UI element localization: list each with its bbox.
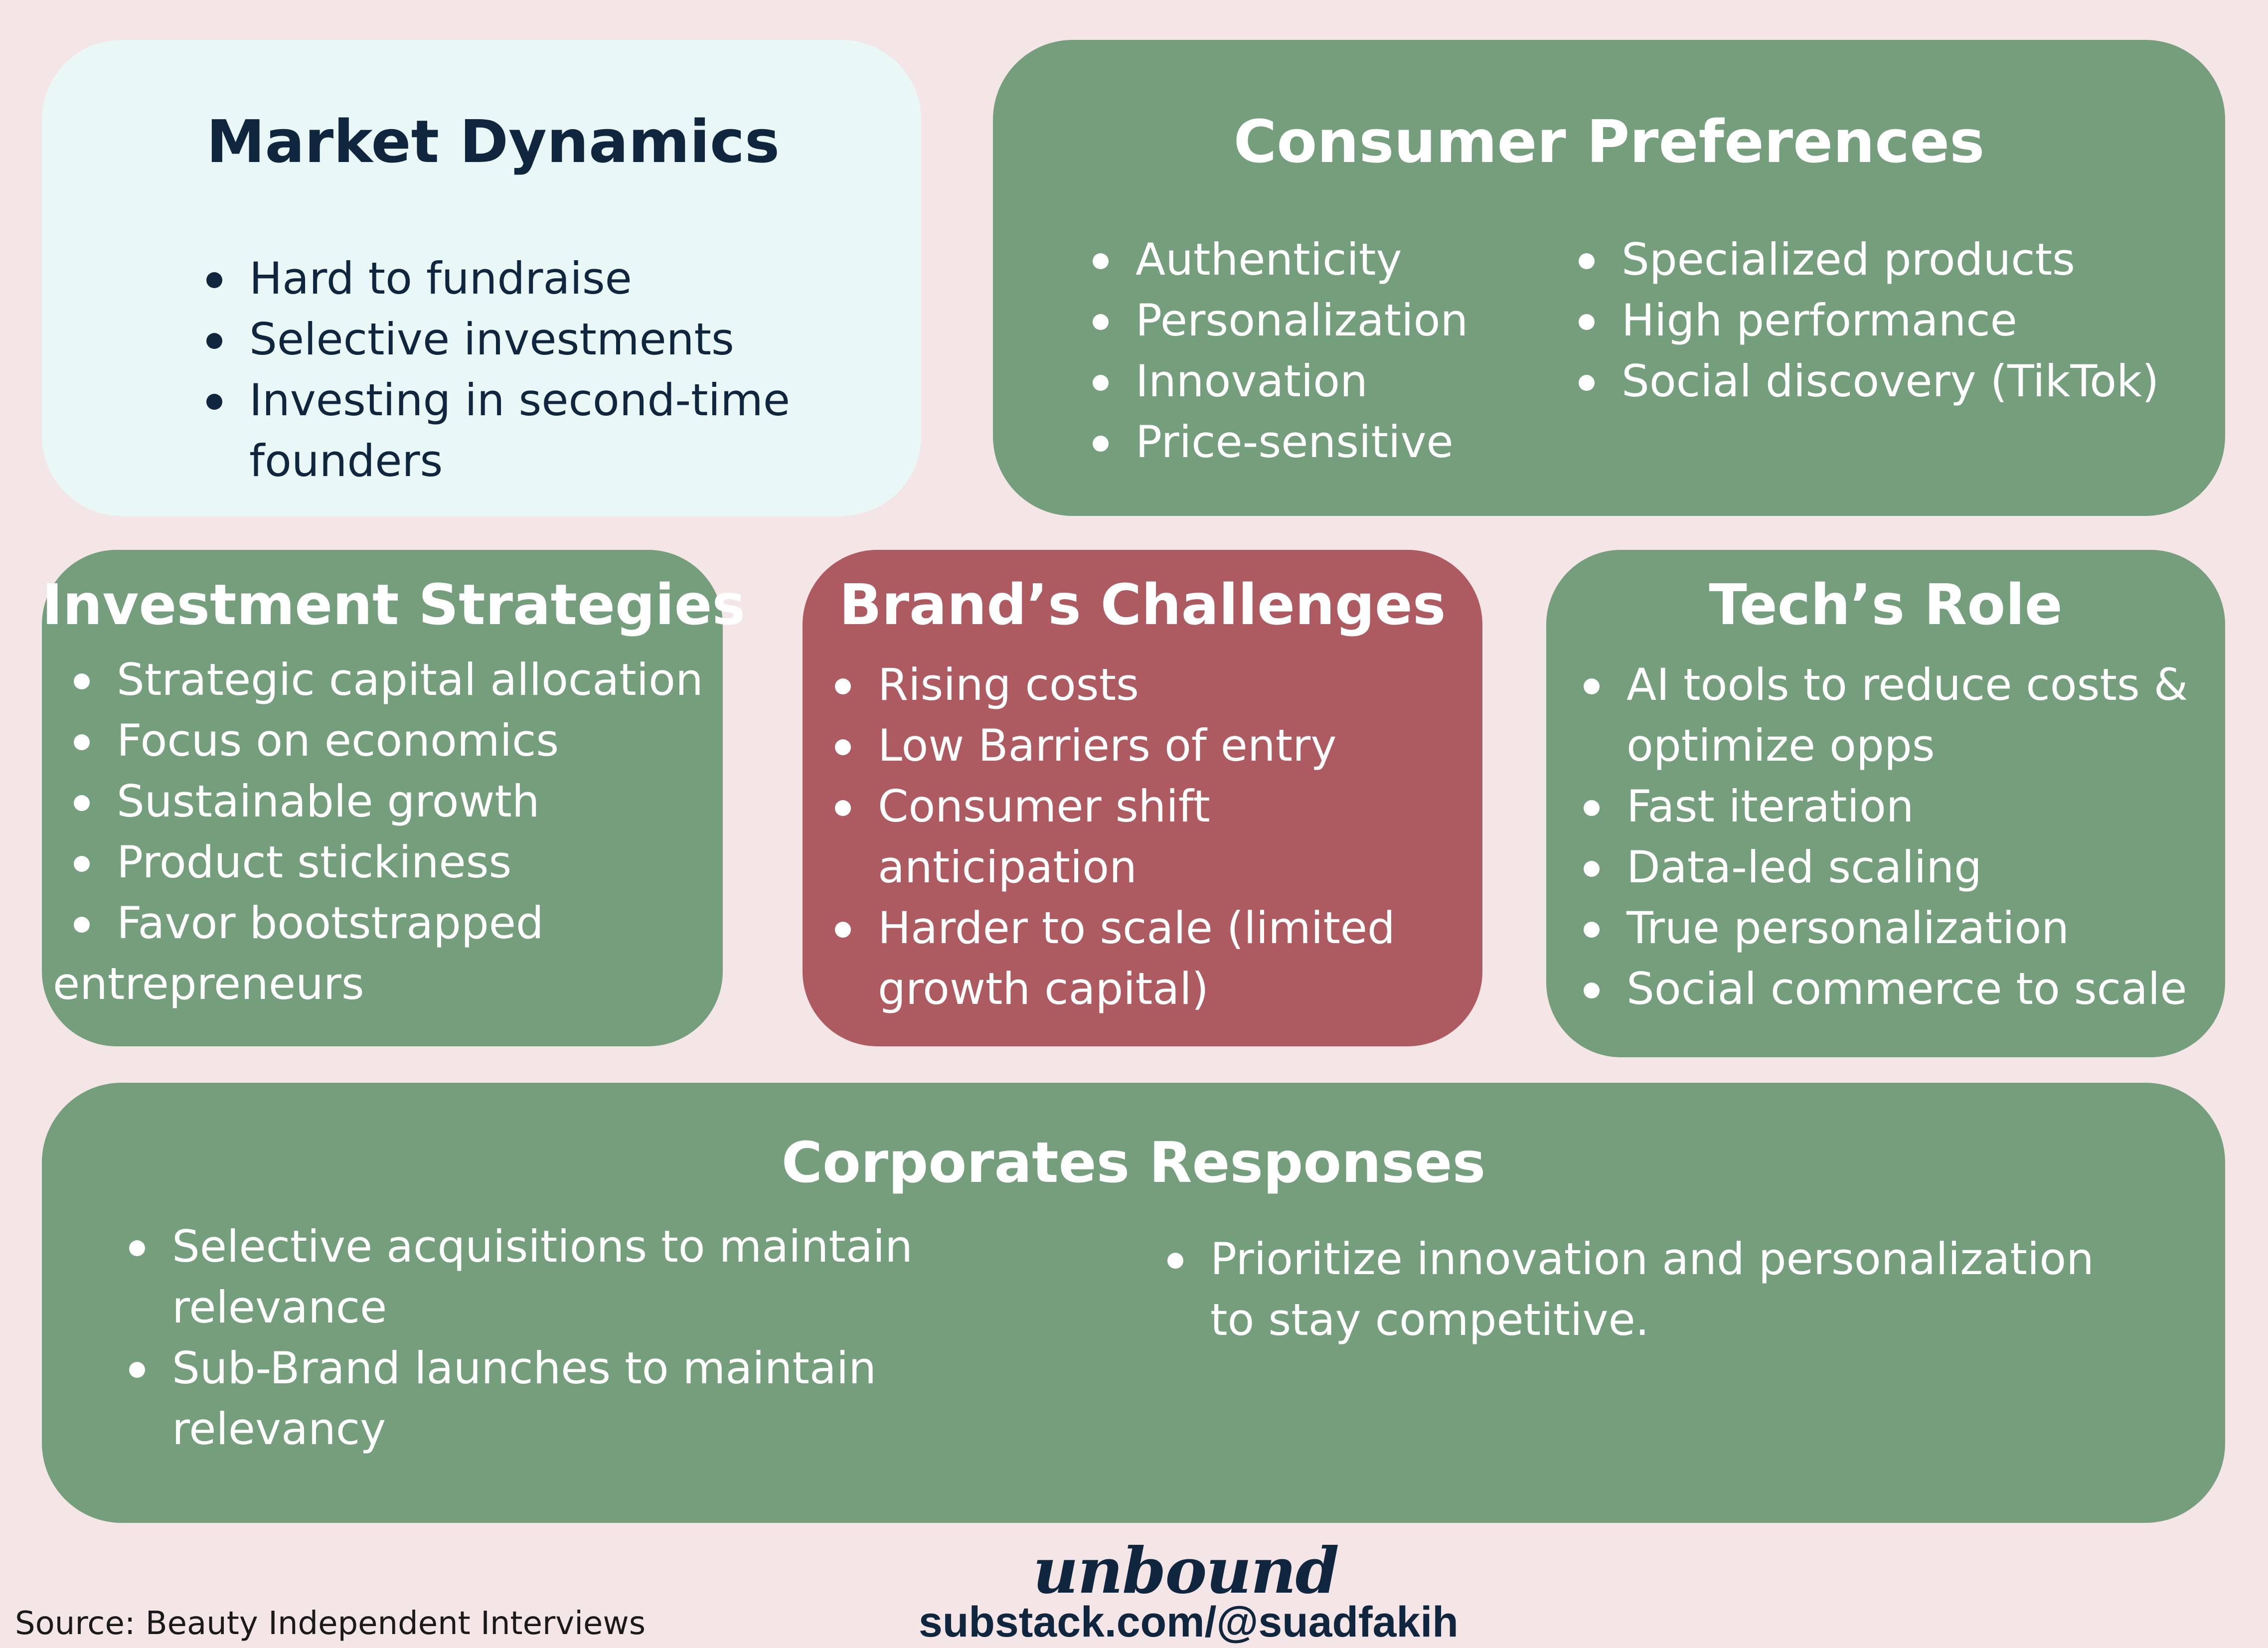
list-item: Fast iteration xyxy=(1584,776,2222,837)
consumer-preferences-title: Consumer Preferences xyxy=(1233,107,1985,176)
consumer-preferences-list-left: Authenticity Personalization Innovation … xyxy=(1093,229,1551,473)
market-dynamics-list: Hard to fundraise Selective investments … xyxy=(206,248,854,492)
list-item: Social commerce to scale xyxy=(1584,959,2222,1019)
corporates-responses-list-right: Prioritize innovation and personalizatio… xyxy=(1167,1229,2114,1350)
list-item: High performance xyxy=(1579,290,2202,351)
list-item: Personalization xyxy=(1093,290,1551,351)
investment-strategies-title: Investment Strategies xyxy=(42,573,746,638)
list-item-continuation: entrepreneurs xyxy=(53,958,364,1009)
list-item: Innovation xyxy=(1093,351,1551,412)
brands-challenges-title: Brand’s Challenges xyxy=(839,573,1446,638)
list-item: Low Barriers of entry xyxy=(835,715,1478,776)
consumer-preferences-list-right: Specialized products High performance So… xyxy=(1579,229,2202,412)
tech-role-list: AI tools to reduce costs & optimize opps… xyxy=(1584,655,2222,1019)
corporates-responses-card: Corporates Responses Selective acquisiti… xyxy=(42,1083,2225,1523)
list-item: Prioritize innovation and personalizatio… xyxy=(1167,1229,2114,1350)
corporates-responses-list-left: Selective acquisitions to maintain relev… xyxy=(129,1216,952,1460)
list-item: Rising costs xyxy=(835,655,1478,715)
list-item: AI tools to reduce costs & optimize opps xyxy=(1584,655,2222,776)
list-item: Consumer shift anticipation xyxy=(835,776,1478,898)
consumer-preferences-card: Consumer Preferences Authenticity Person… xyxy=(993,40,2225,516)
market-dynamics-card: Market Dynamics Hard to fundraise Select… xyxy=(42,40,921,516)
list-item: Social discovery (TikTok) xyxy=(1579,351,2202,412)
market-dynamics-title: Market Dynamics xyxy=(206,107,780,176)
list-item: Sustainable growth xyxy=(74,771,722,832)
list-item: Focus on economics xyxy=(74,710,722,771)
list-item: Selective acquisitions to maintain relev… xyxy=(129,1216,952,1338)
list-item: Data-led scaling xyxy=(1584,837,2222,898)
list-item: Harder to scale (limited growth capital) xyxy=(835,898,1478,1019)
list-item: Investing in second-time founders xyxy=(206,370,854,492)
substack-url: substack.com/@suadfakih xyxy=(919,1598,1458,1646)
list-item: Price-sensitive xyxy=(1093,412,1551,473)
investment-strategies-card: Investment Strategies Strategic capital … xyxy=(42,550,746,1046)
list-item: Favor bootstrapped xyxy=(74,893,722,954)
tech-role-card: Tech’s Role AI tools to reduce costs & o… xyxy=(1546,550,2225,1057)
list-item: True personalization xyxy=(1584,898,2222,959)
corporates-responses-title: Corporates Responses xyxy=(781,1131,1486,1195)
list-item: Hard to fundraise xyxy=(206,248,854,309)
list-item: Selective investments xyxy=(206,309,854,370)
source-note: Source: Beauty Independent Interviews xyxy=(15,1605,646,1642)
unbound-logo: unbound xyxy=(1033,1534,1339,1608)
list-item: Product stickiness xyxy=(74,832,722,893)
tech-role-title: Tech’s Role xyxy=(1709,573,2063,638)
list-item: Sub-Brand launches to maintain relevancy xyxy=(129,1338,952,1460)
list-item: Specialized products xyxy=(1579,229,2202,290)
brands-challenges-list: Rising costs Low Barriers of entry Consu… xyxy=(835,655,1478,1019)
brands-challenges-card: Brand’s Challenges Rising costs Low Barr… xyxy=(803,550,1482,1046)
list-item: Authenticity xyxy=(1093,229,1551,290)
list-item: Strategic capital allocation xyxy=(74,650,722,710)
investment-strategies-list: Strategic capital allocation Focus on ec… xyxy=(53,650,722,1014)
